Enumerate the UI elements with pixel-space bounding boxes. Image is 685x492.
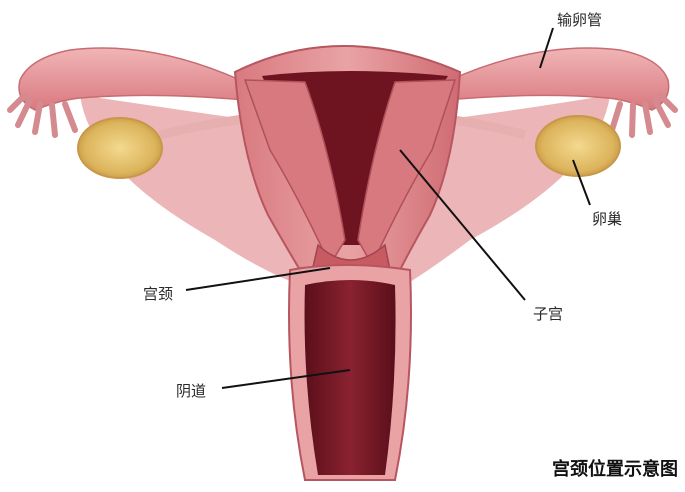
label-ovary: 卵巢 [592, 208, 622, 229]
right-fallopian-tube [445, 48, 669, 110]
left-ovary [78, 118, 162, 178]
left-fallopian-tube [19, 48, 245, 110]
vagina-canal [305, 280, 396, 475]
diagram-caption: 宫颈位置示意图 [552, 455, 678, 481]
label-uterus: 子宫 [533, 303, 563, 324]
label-fallopian-tube: 输卵管 [557, 9, 602, 30]
label-cervix: 宫颈 [143, 283, 173, 304]
label-vagina: 阴道 [176, 380, 206, 401]
right-ovary [536, 116, 620, 176]
